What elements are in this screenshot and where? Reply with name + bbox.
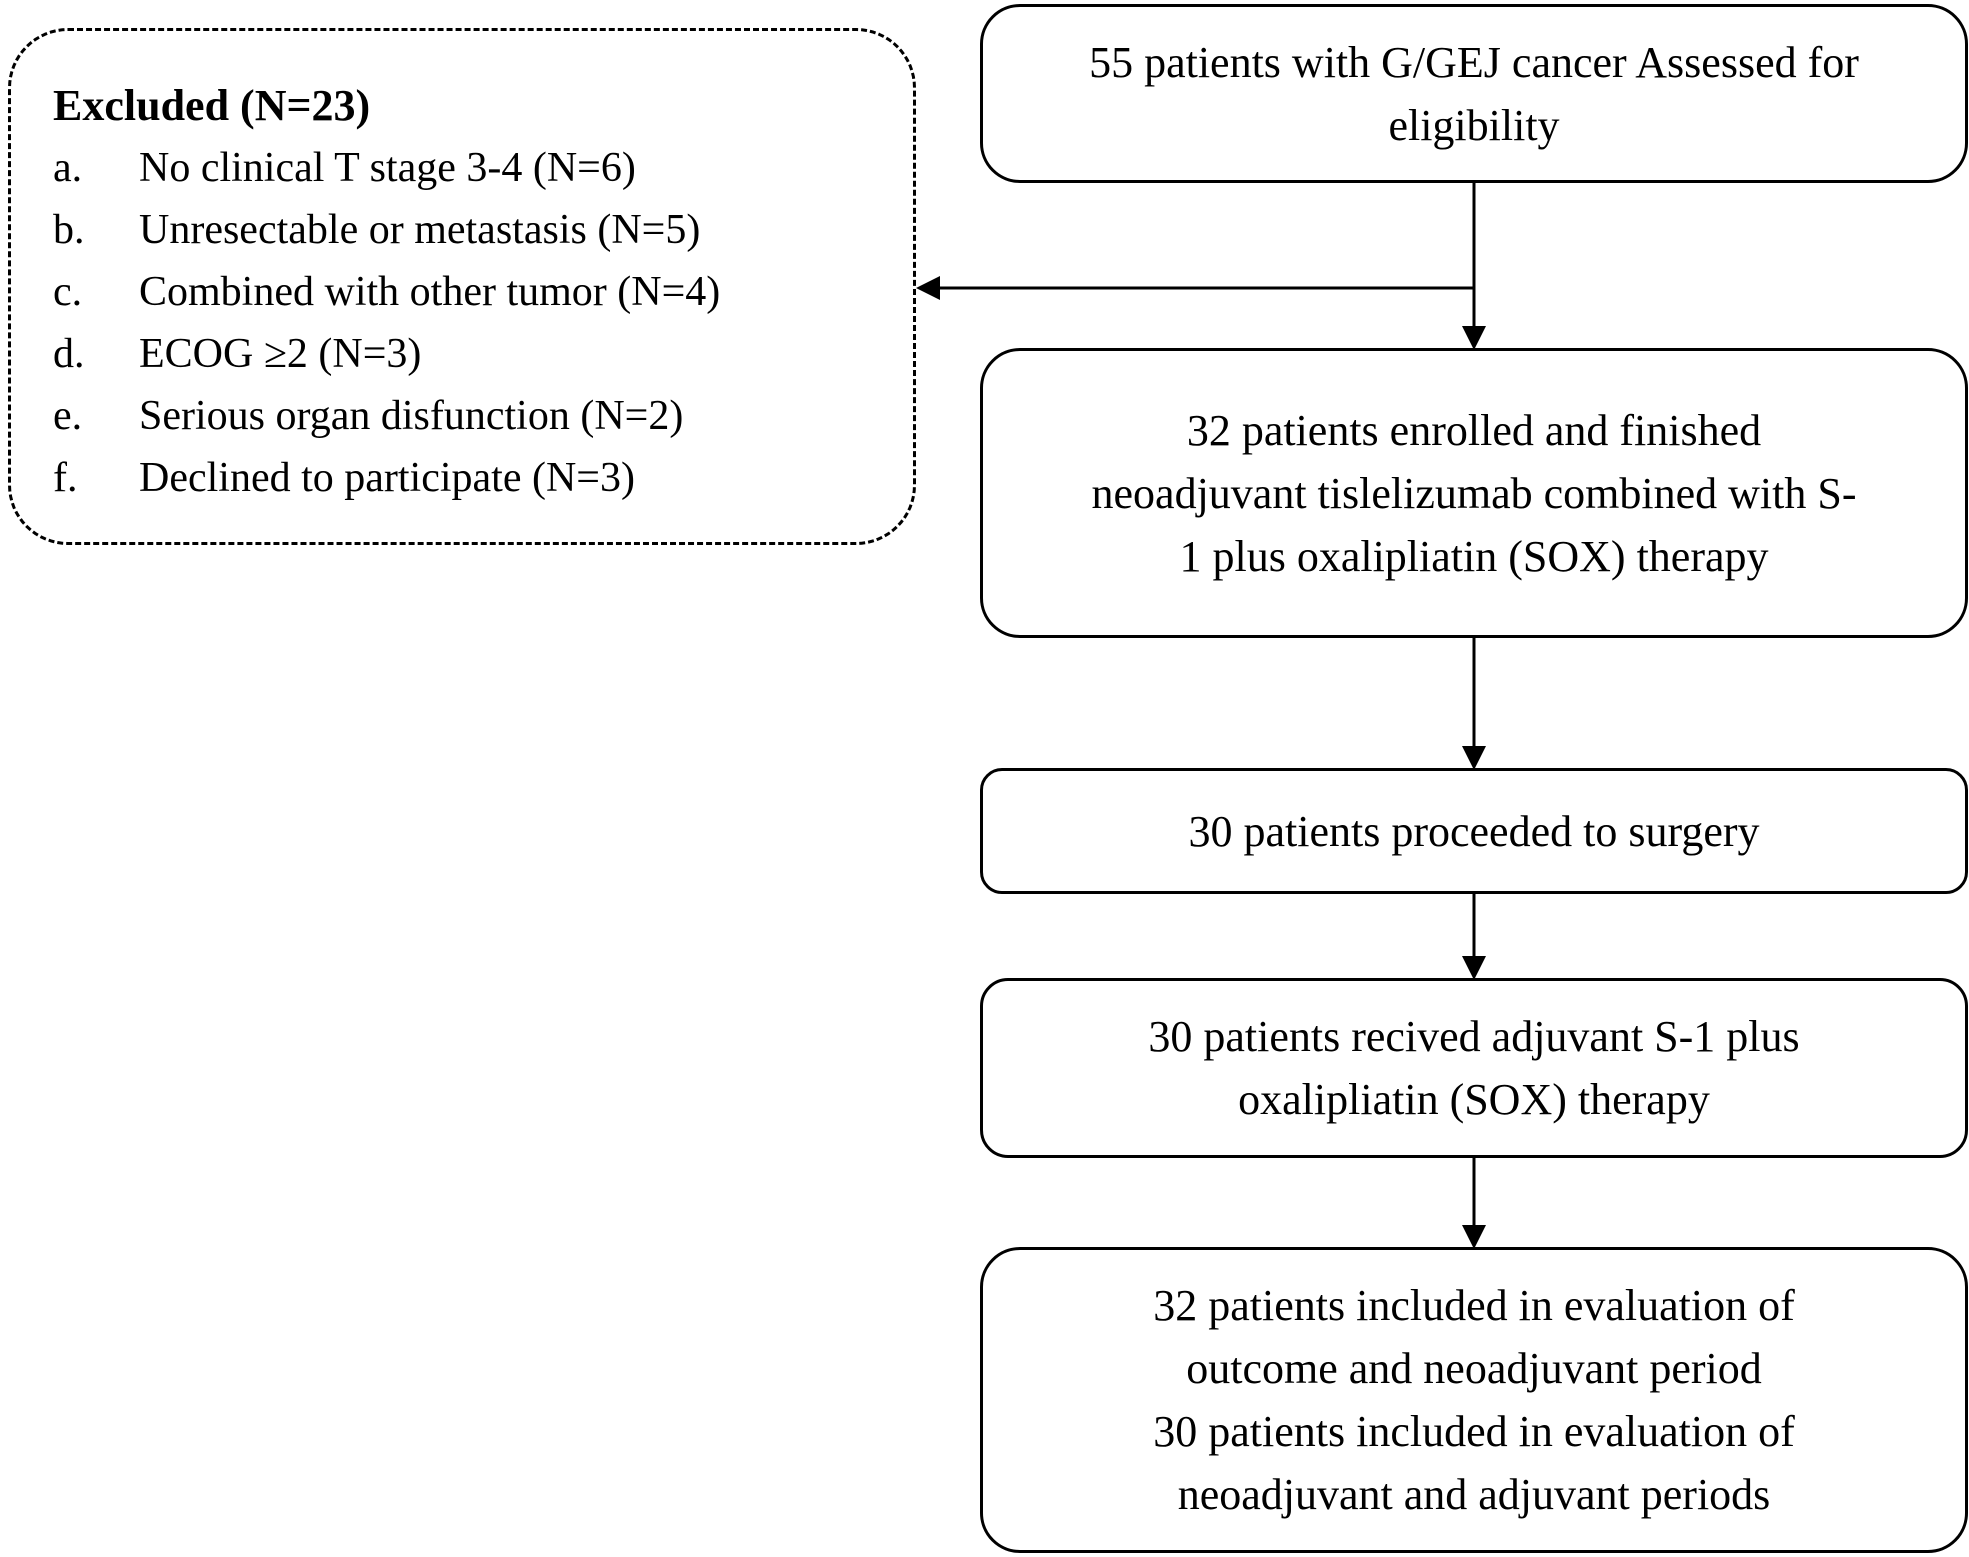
enrolled-text: 32 patients enrolled and finished neoadj… — [1091, 405, 1857, 581]
assessed-text: 55 patients with G/GEJ cancer Assessed f… — [1089, 37, 1859, 150]
excluded-item: a. No clinical T stage 3-4 (N=6) — [53, 137, 913, 199]
excluded-item-label: d. — [53, 331, 85, 377]
excluded-item-label: c. — [53, 269, 83, 315]
excluded-box: Excluded (N=23) a. No clinical T stage 3… — [8, 28, 916, 545]
excluded-item-text: ECOG ≥2 (N=3) — [139, 331, 422, 377]
evaluation-box: 32 patients included in evaluation of ou… — [980, 1247, 1968, 1553]
surgery-text: 30 patients proceeded to surgery — [1188, 806, 1760, 856]
evaluation-text: 32 patients included in evaluation of ou… — [1153, 1281, 1795, 1519]
excluded-item-label: e. — [53, 393, 83, 439]
excluded-item-label: f. — [53, 455, 78, 501]
excluded-item-text: Unresectable or metastasis (N=5) — [139, 207, 701, 253]
adjuvant-text: 30 patients recived adjuvant S-1 plus ox… — [1148, 1012, 1800, 1124]
excluded-title: Excluded (N=23) — [53, 81, 371, 130]
surgery-box: 30 patients proceeded to surgery — [980, 768, 1968, 894]
excluded-item-label: a. — [53, 145, 83, 191]
excluded-item-text: Declined to participate (N=3) — [139, 455, 635, 501]
enrolled-box: 32 patients enrolled and finished neoadj… — [980, 348, 1968, 638]
excluded-item-text: Serious organ disfunction (N=2) — [139, 393, 684, 439]
adjuvant-box: 30 patients recived adjuvant S-1 plus ox… — [980, 978, 1968, 1158]
excluded-item: e. Serious organ disfunction (N=2) — [53, 385, 913, 447]
excluded-item: c. Combined with other tumor (N=4) — [53, 261, 913, 323]
excluded-item-text: Combined with other tumor (N=4) — [139, 269, 721, 315]
assessed-box: 55 patients with G/GEJ cancer Assessed f… — [980, 4, 1968, 183]
excluded-item: d. ECOG ≥2 (N=3) — [53, 323, 913, 385]
excluded-item-label: b. — [53, 207, 85, 253]
excluded-item: b. Unresectable or metastasis (N=5) — [53, 199, 913, 261]
excluded-item-text: No clinical T stage 3-4 (N=6) — [139, 145, 636, 191]
excluded-item: f. Declined to participate (N=3) — [53, 447, 913, 509]
